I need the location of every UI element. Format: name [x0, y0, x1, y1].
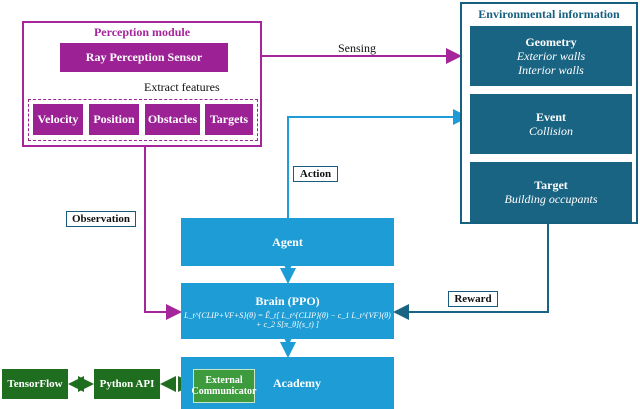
- brain-box: Brain (PPO) L_t^{CLIP+VF+S}(θ) = Ê_t[ L_…: [181, 283, 394, 339]
- external-line2: Communicator: [191, 386, 257, 397]
- event-box: Event Collision: [470, 94, 632, 154]
- features-group: Velocity Position Obstacles Targets: [28, 99, 258, 141]
- ray-perception-sensor: Ray Perception Sensor: [60, 43, 228, 72]
- agent-box: Agent: [181, 218, 394, 266]
- geometry-line1: Exterior walls: [516, 49, 586, 63]
- perception-module: Perception module Ray Perception Sensor …: [22, 21, 262, 147]
- target-title: Target: [534, 178, 568, 192]
- external-line1: External: [205, 375, 243, 386]
- reward-arrow: [393, 224, 549, 320]
- sensing-label: Sensing: [338, 41, 377, 55]
- action-arrow: [287, 109, 469, 218]
- observation-label: Observation: [66, 211, 136, 227]
- feature-velocity: Velocity: [33, 104, 83, 135]
- perception-title: Perception module: [93, 24, 191, 39]
- environmental-information: Environmental information Geometry Exter…: [460, 2, 638, 224]
- target-box: Target Building occupants: [470, 162, 632, 222]
- reward-label: Reward: [448, 291, 498, 307]
- feature-targets: Targets: [205, 104, 253, 135]
- feature-position: Position: [89, 104, 139, 135]
- event-line1: Collision: [528, 124, 573, 138]
- geometry-title: Geometry: [525, 35, 577, 49]
- tensorflow-box: TensorFlow: [2, 369, 68, 399]
- python-api-box: Python API: [94, 369, 160, 399]
- observation-arrow: [144, 147, 182, 320]
- event-title: Event: [536, 110, 566, 124]
- extract-features-label: Extract features: [144, 80, 220, 94]
- geometry-box: Geometry Exterior walls Interior walls: [470, 26, 632, 86]
- env-title: Environmental information: [478, 7, 620, 21]
- brain-equation: L_t^{CLIP+VF+S}(θ) = Ê_t[ L_t^{CLIP}(θ) …: [184, 310, 391, 329]
- academy-label: Academy: [273, 375, 321, 390]
- action-label: Action: [293, 166, 338, 182]
- brain-title: Brain (PPO): [255, 293, 320, 308]
- feature-obstacles: Obstacles: [145, 104, 200, 135]
- target-line1: Building occupants: [504, 192, 598, 206]
- geometry-line2: Interior walls: [518, 63, 584, 77]
